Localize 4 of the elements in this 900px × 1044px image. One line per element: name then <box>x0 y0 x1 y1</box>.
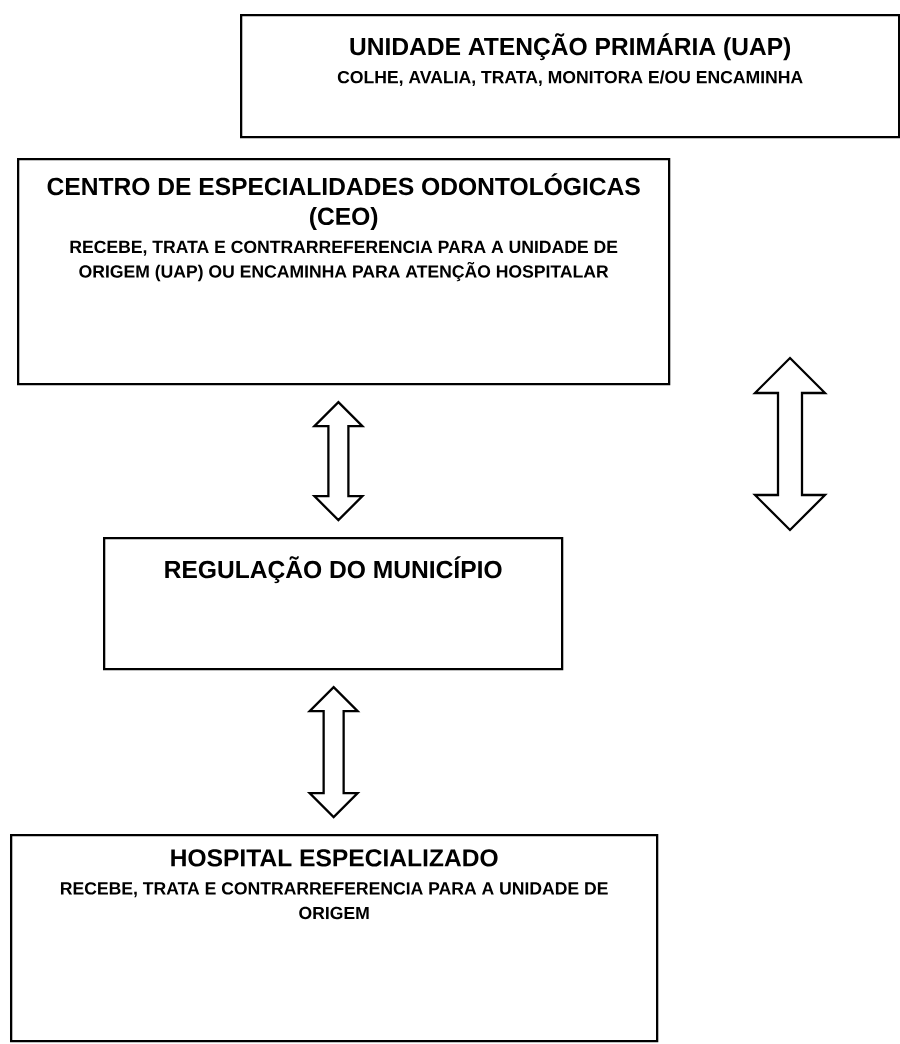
process-box: HOSPITAL ESPECIALIZADO RECEBE, TRATA E CONTRARREFERENCIA PARA A UNIDADE DE ORIGEM <box>10 834 659 1043</box>
process-box: REGULAÇÃO DO MUNICÍPIO <box>103 537 564 671</box>
process-box: UNIDADE ATENÇÃO PRIMÁRIA (UAP) COLHE, AVALIA, TRATA, MONITORA E/OU ENCAMINHA <box>240 14 900 139</box>
process-box: CENTRO DE ESPECIALIDADES ODONTOLÓGICAS (CEO) RECEBE, TRATA E CONTRARREFERENCIA PARA A UNIDADE DE ORIGEM (UAP) OU ENCAMINHA PARA ATENÇÃO HOSPITALAR <box>17 158 671 386</box>
